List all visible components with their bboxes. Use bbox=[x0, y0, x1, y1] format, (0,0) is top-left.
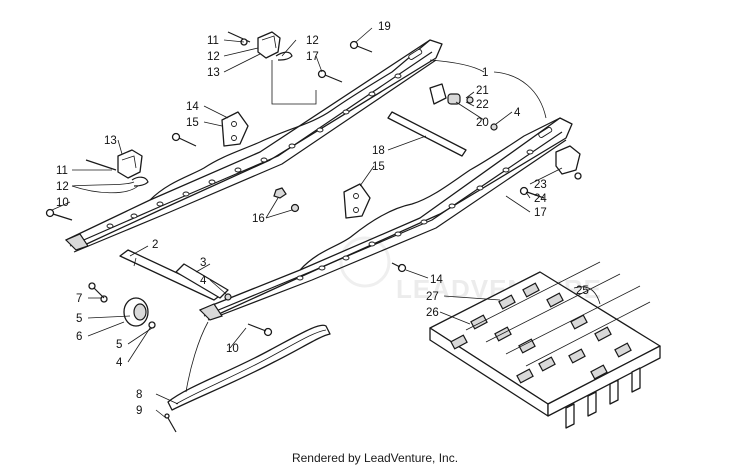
footer-credit: Rendered by LeadVenture, Inc. bbox=[291, 451, 459, 465]
washer-4-lower bbox=[224, 293, 232, 301]
callout-10-lower: 10 bbox=[226, 343, 239, 355]
block-13-upper bbox=[257, 31, 281, 59]
callout-2: 2 bbox=[152, 239, 158, 251]
callout-13-upper: 13 bbox=[207, 67, 220, 79]
callout-13-left: 13 bbox=[104, 135, 117, 147]
callout-15-lower: 15 bbox=[372, 161, 385, 173]
callout-25: 25 bbox=[576, 285, 589, 297]
right-slide-rail bbox=[64, 39, 443, 253]
block-13-left bbox=[117, 149, 143, 179]
callout-27: 27 bbox=[426, 291, 439, 303]
callout-1: 1 bbox=[482, 67, 488, 79]
screw-9 bbox=[164, 413, 177, 433]
upper-cross-shaft bbox=[387, 111, 467, 157]
callout-4-mid: 4 bbox=[200, 275, 207, 287]
pin-11-left bbox=[85, 159, 117, 171]
callout-12-upper-left: 12 bbox=[207, 51, 220, 63]
callout-11-upper: 11 bbox=[207, 35, 219, 47]
callout-18: 18 bbox=[372, 145, 385, 157]
callout-3: 3 bbox=[200, 257, 206, 269]
callout-5-lower: 5 bbox=[116, 339, 122, 351]
callout-4-lower: 4 bbox=[116, 357, 123, 369]
callout-7: 7 bbox=[76, 293, 82, 305]
callout-11-left: 11 bbox=[56, 165, 68, 177]
front-cross-shaft bbox=[119, 249, 223, 301]
stud-7 bbox=[88, 282, 105, 299]
callout-4-upper: 4 bbox=[514, 107, 521, 119]
clip-12-left bbox=[131, 176, 149, 187]
callout-21: 21 bbox=[476, 85, 489, 97]
callout-20: 20 bbox=[476, 117, 489, 129]
callout-12-upper-right: 12 bbox=[306, 35, 319, 47]
callout-labels: 11 12 13 12 17 19 1 21 22 20 4 14 15 13 … bbox=[56, 21, 589, 417]
callout-17-upper: 17 bbox=[306, 51, 319, 63]
pin-11-upper bbox=[227, 31, 251, 46]
left-slide-rail bbox=[198, 117, 573, 321]
bolt-14-upper bbox=[171, 132, 197, 147]
left-rail-hole-row bbox=[296, 149, 534, 281]
bolt-24 bbox=[519, 186, 545, 199]
track-underside-lugs bbox=[565, 367, 641, 429]
wheel-assembly-6 bbox=[100, 295, 156, 329]
nut-16 bbox=[273, 187, 300, 213]
callout-19: 19 bbox=[378, 21, 391, 33]
bolt-10-left bbox=[45, 208, 73, 221]
track-25 bbox=[429, 261, 661, 429]
callout-16: 16 bbox=[252, 213, 265, 225]
clip-12-upper bbox=[275, 51, 293, 61]
wear-strip-8 bbox=[167, 324, 331, 411]
bolt-4-upper bbox=[490, 123, 498, 131]
callout-5-upper: 5 bbox=[76, 313, 82, 325]
callout-23: 23 bbox=[534, 179, 547, 191]
bracket-15-upper bbox=[221, 111, 249, 147]
bolt-14-lower bbox=[391, 262, 407, 273]
leader-lines bbox=[51, 27, 601, 419]
bolt-17-upper bbox=[317, 69, 343, 83]
callout-14-upper: 14 bbox=[186, 101, 199, 113]
callout-17-lower: 17 bbox=[534, 207, 547, 219]
end-block-23 bbox=[555, 145, 582, 180]
spacer-tube-3 bbox=[175, 263, 229, 299]
right-rail-hole-row bbox=[106, 73, 402, 229]
bumper-20 bbox=[429, 83, 474, 105]
callout-9: 9 bbox=[136, 405, 142, 417]
callout-14-lower: 14 bbox=[430, 274, 443, 286]
callout-12-left: 12 bbox=[56, 181, 69, 193]
callout-26: 26 bbox=[426, 307, 439, 319]
callout-10-left: 10 bbox=[56, 197, 69, 209]
bracket-15-lower bbox=[343, 183, 371, 219]
callout-22: 22 bbox=[476, 99, 489, 111]
track-lugs bbox=[450, 282, 632, 384]
callout-6: 6 bbox=[76, 331, 82, 343]
callout-8: 8 bbox=[136, 389, 142, 401]
bolt-19 bbox=[349, 40, 373, 53]
callout-24: 24 bbox=[534, 193, 547, 205]
callout-15-upper: 15 bbox=[186, 117, 199, 129]
bolt-10-lower bbox=[247, 323, 273, 337]
track-clip-rows bbox=[465, 261, 651, 367]
watermark-logo bbox=[339, 236, 391, 288]
